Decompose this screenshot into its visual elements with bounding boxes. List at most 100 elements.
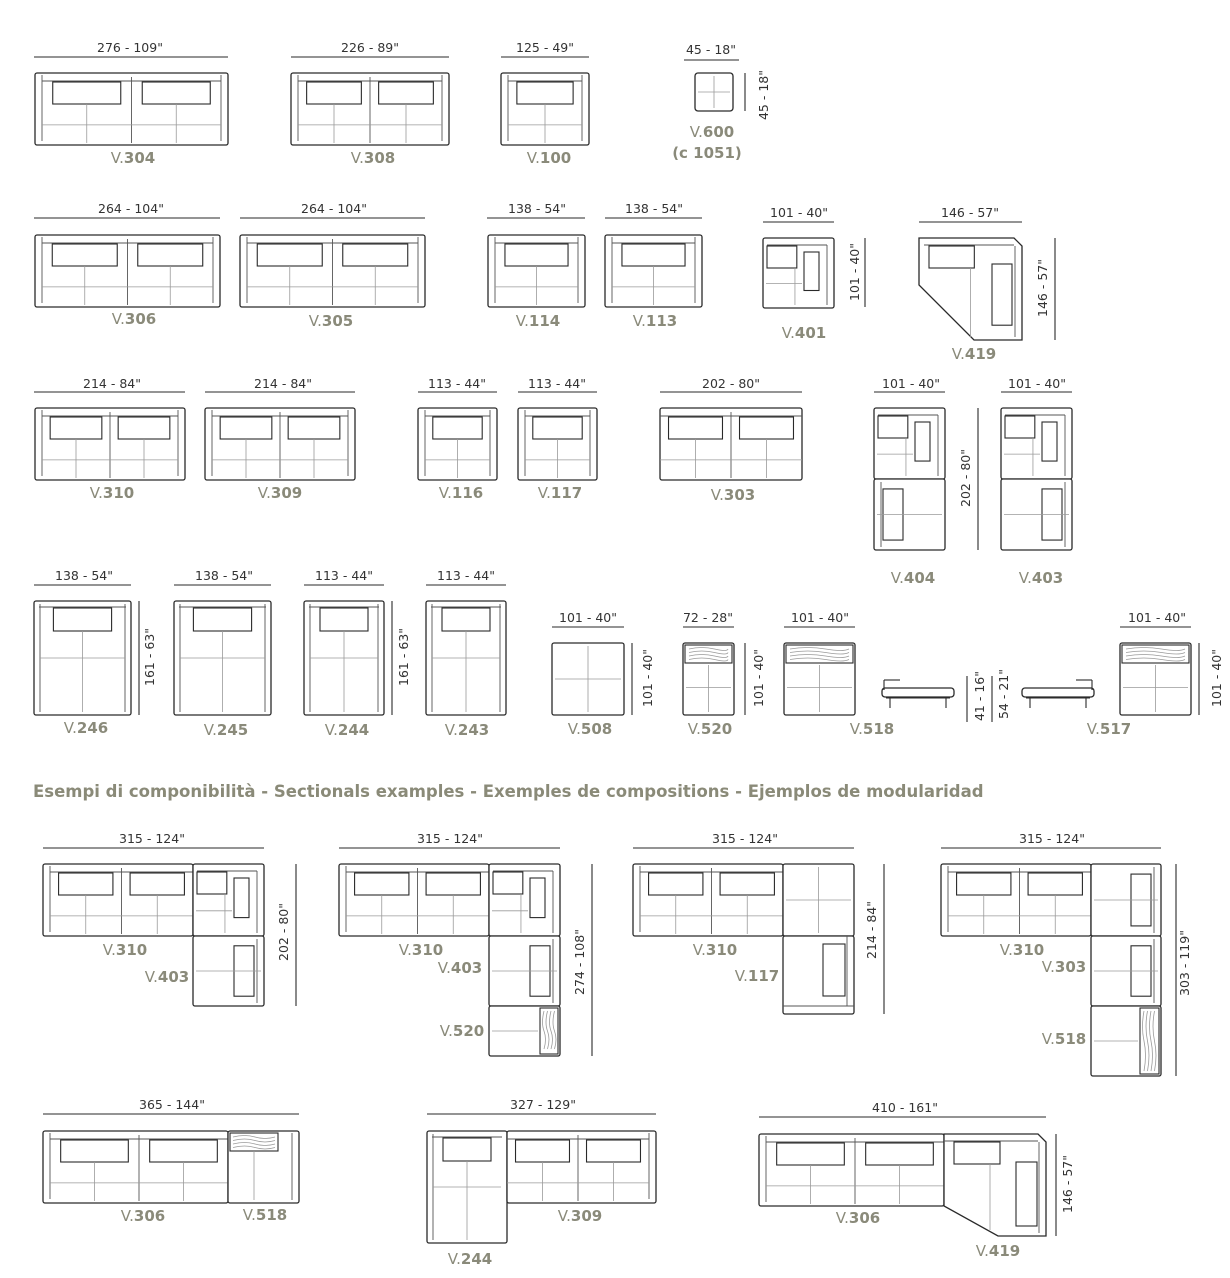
cushion	[822, 943, 846, 997]
side-cushion	[233, 877, 250, 919]
sofa-module	[506, 1130, 657, 1204]
module-508	[552, 626, 633, 715]
dim-310-width: 214 - 84"	[83, 376, 141, 391]
sofa-module	[500, 72, 590, 146]
dim-600-depth: 45 - 18"	[756, 70, 771, 120]
bench-side-view	[1021, 679, 1095, 708]
dim-404-depth: 202 - 80"	[958, 449, 973, 507]
dim-520-width: 72 - 28"	[683, 610, 733, 625]
chaise-module	[173, 600, 272, 716]
comp7-label-419: V.419	[976, 1242, 1020, 1260]
wood-grain	[688, 654, 729, 658]
cushion	[504, 243, 569, 267]
cushion	[58, 872, 114, 896]
cushion	[60, 1139, 129, 1163]
dim-404-width: 101 - 40"	[882, 376, 940, 391]
wood-grain	[552, 1010, 557, 1050]
cushion	[137, 243, 204, 267]
cushion	[492, 871, 524, 895]
side-seat-module	[192, 935, 265, 1007]
dim-113-width: 138 - 54"	[625, 201, 683, 216]
comp2-label-403: V.403	[438, 959, 482, 977]
cushion	[432, 416, 483, 440]
cushion	[865, 1142, 934, 1166]
cushion	[514, 1139, 571, 1163]
comp5-width: 365 - 144"	[139, 1097, 205, 1112]
label-508: V.508	[568, 720, 612, 738]
cushion	[342, 243, 409, 267]
module-244	[304, 584, 393, 715]
comp4-width: 315 - 124"	[1019, 831, 1085, 846]
comp2-depth: 274 - 108"	[572, 929, 587, 995]
cushion	[648, 872, 704, 896]
dim-508-depth: 101 - 40"	[640, 649, 655, 707]
dim-518-width: 101 - 40"	[791, 610, 849, 625]
sofa-module	[239, 234, 426, 308]
sofa-module	[517, 407, 598, 481]
label-245: V.245	[204, 721, 248, 739]
cushion	[667, 416, 724, 440]
comp6-width: 327 - 129"	[510, 1097, 576, 1112]
wood-grain	[688, 647, 729, 651]
wood-grain	[1125, 647, 1186, 651]
cushion	[256, 243, 323, 267]
label-401: V.401	[782, 324, 826, 342]
dim-305-width: 264 - 104"	[301, 201, 367, 216]
label-600: V.600	[690, 123, 734, 141]
label-244: V.244	[325, 721, 369, 739]
corner-module	[1000, 407, 1073, 480]
module-517	[1120, 626, 1200, 715]
wood-grain	[1125, 650, 1186, 655]
cushion	[621, 243, 686, 267]
wood-grain	[789, 650, 850, 655]
module-401	[763, 221, 866, 307]
wood-grain	[789, 657, 850, 662]
dim-401-width: 101 - 40"	[770, 205, 828, 220]
cushion	[141, 81, 211, 105]
chaise-module	[425, 600, 507, 716]
sectionals-heading: Esempi di componibilità - Sectionals exa…	[33, 782, 984, 801]
side-cushion	[991, 263, 1013, 326]
angled-419-comp	[943, 1133, 1047, 1237]
side-cushion	[914, 421, 931, 462]
dim-100-width: 125 - 49"	[516, 40, 574, 55]
label-117: V.117	[538, 484, 582, 502]
comp3-label-310: V.310	[693, 941, 737, 959]
cushion	[319, 607, 369, 632]
label-310: V.310	[90, 484, 134, 502]
sofa-module	[34, 407, 186, 481]
cushion	[1004, 415, 1036, 439]
comp4-label-303: V.303	[1042, 958, 1086, 976]
cushion	[766, 245, 798, 269]
cushion	[306, 81, 362, 105]
dim-517-depth: 101 - 40"	[1209, 649, 1224, 707]
wood-grain	[1149, 1010, 1153, 1072]
dim-117-width: 113 - 44"	[528, 376, 586, 391]
pouf-module	[782, 863, 855, 937]
wood-grain	[232, 1135, 276, 1139]
label-100: V.100	[527, 149, 571, 167]
wood-grain	[549, 1010, 553, 1050]
wood-grain	[688, 650, 729, 655]
furniture-drawings	[33, 56, 1200, 1244]
label-419: V.419	[952, 345, 996, 363]
side-seat-module	[1090, 863, 1162, 937]
dim-304-width: 276 - 109"	[97, 40, 163, 55]
module-246	[34, 584, 140, 715]
label-116: V.116	[439, 484, 483, 502]
cushion	[877, 415, 909, 439]
label-308: V.308	[351, 149, 395, 167]
comp7-depth: 146 - 57"	[1060, 1155, 1075, 1213]
dim-518-seat-height: 41 - 16"	[972, 671, 987, 721]
wood-grain	[232, 1138, 276, 1143]
sofa-module	[34, 234, 221, 308]
wood-grain	[1142, 1010, 1146, 1072]
composition-1	[43, 847, 297, 1006]
label-114: V.114	[516, 312, 560, 330]
dim-517-width: 101 - 40"	[1128, 610, 1186, 625]
cushion	[219, 416, 273, 440]
dim-244-depth: 161 - 63"	[396, 628, 411, 686]
cushion	[49, 416, 103, 440]
sofa-module	[338, 863, 490, 937]
cushion	[956, 872, 1012, 896]
